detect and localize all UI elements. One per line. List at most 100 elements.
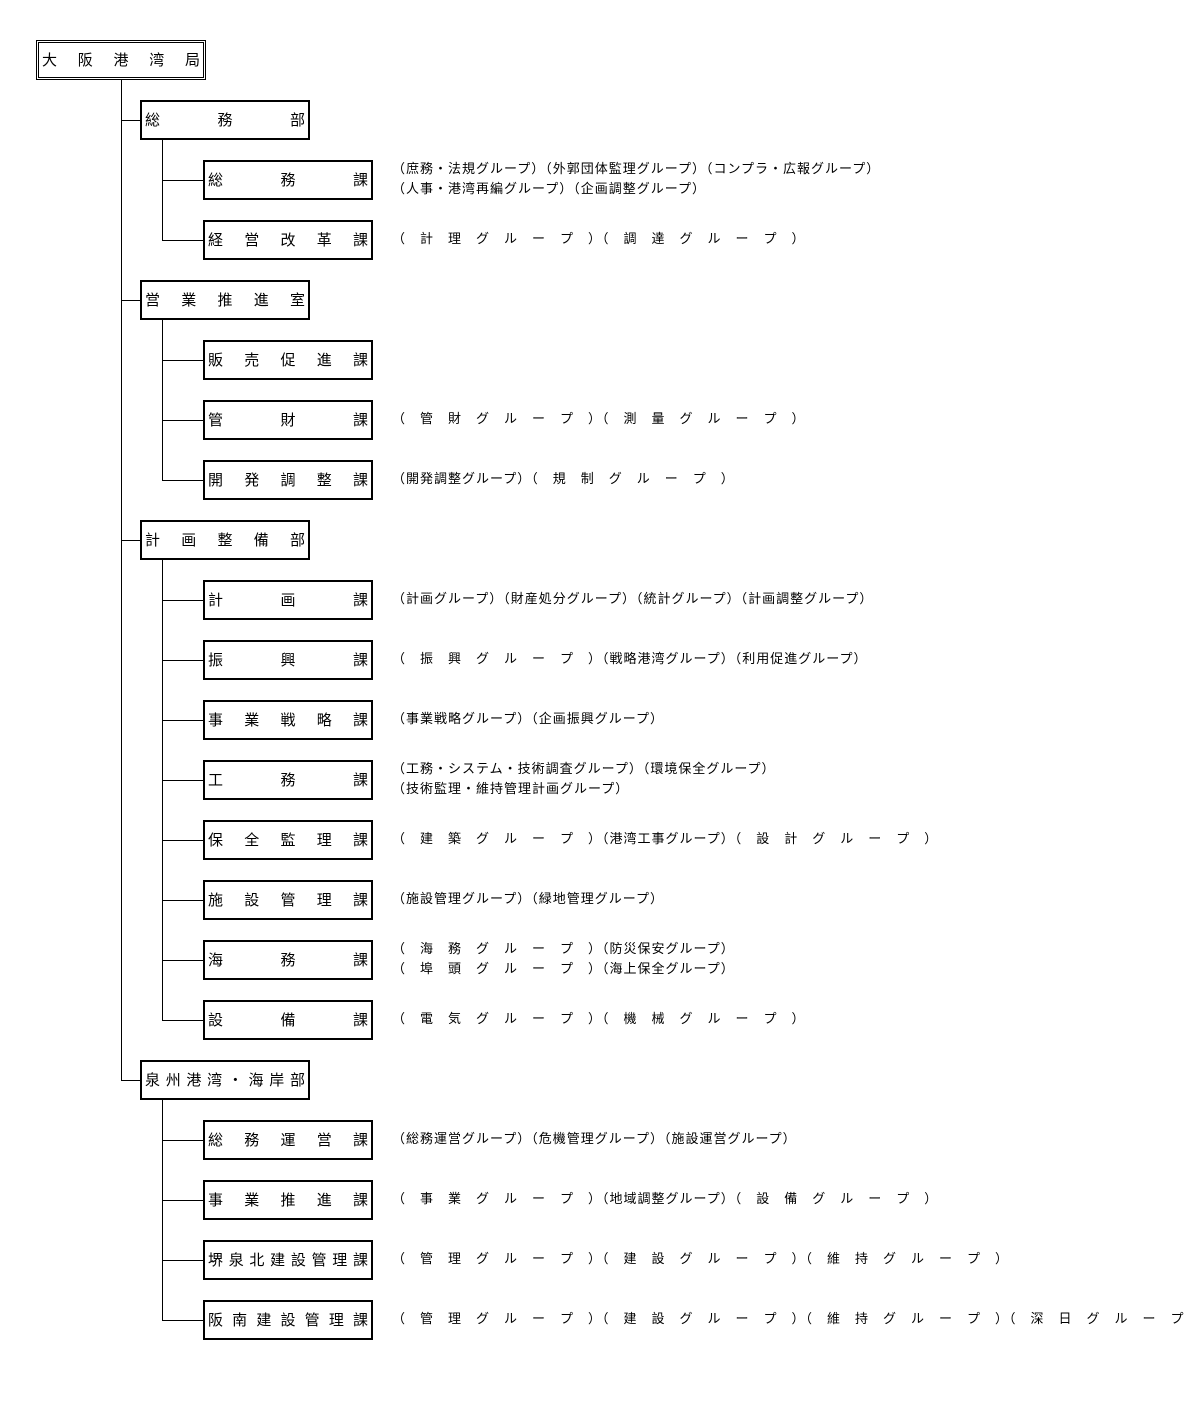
section-connector bbox=[162, 660, 203, 661]
group-line: （ 管 理 グ ル ー プ ）（ 建 設 グ ル ー プ ）（ 維 持 グ ル … bbox=[392, 1312, 1193, 1327]
section-box: 計 画 課 bbox=[203, 580, 373, 620]
section-box-label: 管 財 課 bbox=[208, 411, 368, 429]
section-connector bbox=[162, 960, 203, 961]
group-list: （計画グループ）（財産処分グループ）（統計グループ）（計画調整グループ） bbox=[392, 590, 873, 610]
section-box-label: 海 務 課 bbox=[208, 951, 368, 969]
section-box-label: 事 業 推 進 課 bbox=[208, 1191, 368, 1209]
department-connector bbox=[121, 300, 140, 301]
section-box-label: 施 設 管 理 課 bbox=[208, 891, 368, 909]
department-branch-line bbox=[162, 1100, 163, 1321]
section-connector bbox=[162, 1140, 203, 1141]
group-line: （ 電 気 グ ル ー プ ）（ 機 械 グ ル ー プ ） bbox=[392, 1012, 806, 1027]
section-box-label: 経 営 改 革 課 bbox=[208, 231, 368, 249]
group-list: （施設管理グループ）（緑地管理グループ） bbox=[392, 890, 664, 910]
section-connector bbox=[162, 1200, 203, 1201]
section-box-label: 計 画 課 bbox=[208, 591, 368, 609]
group-list: （総務運営グループ）（危機管理グループ）（施設運営グループ） bbox=[392, 1130, 797, 1150]
section-box-label: 工 務 課 bbox=[208, 771, 368, 789]
section-box: 堺泉北建設管理課 bbox=[203, 1240, 373, 1280]
department-connector bbox=[121, 540, 140, 541]
section-box-label: 開 発 調 整 課 bbox=[208, 471, 368, 489]
section-connector bbox=[162, 1020, 203, 1021]
department-branch-line bbox=[162, 560, 163, 1021]
section-connector bbox=[162, 600, 203, 601]
department-branch-line bbox=[162, 320, 163, 481]
department-box-label: 計 画 整 備 部 bbox=[145, 531, 305, 549]
section-box: 施 設 管 理 課 bbox=[203, 880, 373, 920]
section-box: 設 備 課 bbox=[203, 1000, 373, 1040]
group-line: （技術監理・維持管理計画グループ） bbox=[392, 782, 630, 797]
group-line: （開発調整グループ）（ 規 制 グ ル ー プ ） bbox=[392, 472, 735, 487]
section-connector bbox=[162, 780, 203, 781]
department-connector bbox=[121, 120, 140, 121]
department-branch-line bbox=[162, 140, 163, 241]
section-connector bbox=[162, 1320, 203, 1321]
section-box: 開 発 調 整 課 bbox=[203, 460, 373, 500]
group-line: （施設管理グループ）（緑地管理グループ） bbox=[392, 892, 664, 907]
section-box-label: 事 業 戦 略 課 bbox=[208, 711, 368, 729]
root-box: 大 阪 港 湾 局 bbox=[36, 40, 206, 80]
group-line: （人事・港湾再編グループ）（企画調整グループ） bbox=[392, 182, 706, 197]
section-box: 経 営 改 革 課 bbox=[203, 220, 373, 260]
department-box-label: 営 業 推 進 室 bbox=[145, 291, 305, 309]
group-line: （ 管 財 グ ル ー プ ）（ 測 量 グ ル ー プ ） bbox=[392, 412, 806, 427]
section-box: 販 売 促 進 課 bbox=[203, 340, 373, 380]
group-line: （計画グループ）（財産処分グループ）（統計グループ）（計画調整グループ） bbox=[392, 592, 874, 607]
section-connector bbox=[162, 180, 203, 181]
group-line: （ 事 業 グ ル ー プ ）（地域調整グループ）（ 設 備 グ ル ー プ ） bbox=[392, 1192, 939, 1207]
section-box: 事 業 戦 略 課 bbox=[203, 700, 373, 740]
section-connector bbox=[162, 420, 203, 421]
group-line: （ 埠 頭 グ ル ー プ ）（海上保全グループ） bbox=[392, 962, 735, 977]
root-trunk-line bbox=[121, 80, 122, 1081]
section-connector bbox=[162, 480, 203, 481]
section-box-label: 振 興 課 bbox=[208, 651, 368, 669]
section-box-label: 阪南建設管理課 bbox=[208, 1311, 368, 1329]
root-box-label: 大 阪 港 湾 局 bbox=[42, 51, 200, 69]
group-list: （ 管 理 グ ル ー プ ）（ 建 設 グ ル ー プ ）（ 維 持 グ ル … bbox=[392, 1250, 1009, 1270]
department-box: 計 画 整 備 部 bbox=[140, 520, 310, 560]
section-box: 総 務 課 bbox=[203, 160, 373, 200]
department-box-label: 泉州港湾・海岸部 bbox=[145, 1071, 305, 1089]
section-connector bbox=[162, 240, 203, 241]
group-list: （工務・システム・技術調査グループ）（環境保全グループ） （技術監理・維持管理計画… bbox=[392, 760, 776, 800]
section-connector bbox=[162, 1260, 203, 1261]
group-line: （ 海 務 グ ル ー プ ）（防災保安グループ） bbox=[392, 942, 735, 957]
department-box: 総 務 部 bbox=[140, 100, 310, 140]
department-box: 営 業 推 進 室 bbox=[140, 280, 310, 320]
group-list: （ 建 築 グ ル ー プ ）（港湾工事グループ）（ 設 計 グ ル ー プ ） bbox=[392, 830, 938, 850]
trunk-cap bbox=[121, 80, 122, 81]
group-line: （総務運営グループ）（危機管理グループ）（施設運営グループ） bbox=[392, 1132, 797, 1147]
group-list: （ 海 務 グ ル ー プ ）（防災保安グループ） （ 埠 頭 グ ル ー プ ）… bbox=[392, 940, 735, 980]
group-list: （ 電 気 グ ル ー プ ）（ 機 械 グ ル ー プ ） bbox=[392, 1010, 806, 1030]
group-list: （ 振 興 グ ル ー プ ）（戦略港湾グループ）（利用促進グループ） bbox=[392, 650, 867, 670]
group-list: （ 管 財 グ ル ー プ ）（ 測 量 グ ル ー プ ） bbox=[392, 410, 806, 430]
group-line: （事業戦略グループ）（企画振興グループ） bbox=[392, 712, 664, 727]
group-line: （工務・システム・技術調査グループ）（環境保全グループ） bbox=[392, 762, 776, 777]
group-list: （庶務・法規グループ）（外郭団体監理グループ）（コンプラ・広報グループ） （人事・… bbox=[392, 160, 880, 200]
group-line: （庶務・法規グループ）（外郭団体監理グループ）（コンプラ・広報グループ） bbox=[392, 162, 881, 177]
group-list: （開発調整グループ）（ 規 制 グ ル ー プ ） bbox=[392, 470, 735, 490]
section-connector bbox=[162, 840, 203, 841]
section-box-label: 総 務 運 営 課 bbox=[208, 1131, 368, 1149]
section-box-label: 堺泉北建設管理課 bbox=[208, 1251, 368, 1269]
section-box: 総 務 運 営 課 bbox=[203, 1120, 373, 1160]
section-box: 管 財 課 bbox=[203, 400, 373, 440]
section-box-label: 販 売 促 進 課 bbox=[208, 351, 368, 369]
section-connector bbox=[162, 900, 203, 901]
section-box-label: 設 備 課 bbox=[208, 1011, 368, 1029]
section-box: 工 務 課 bbox=[203, 760, 373, 800]
group-line: （ 建 築 グ ル ー プ ）（港湾工事グループ）（ 設 計 グ ル ー プ ） bbox=[392, 832, 939, 847]
department-connector bbox=[121, 1080, 140, 1081]
section-box-label: 総 務 課 bbox=[208, 171, 368, 189]
department-box: 泉州港湾・海岸部 bbox=[140, 1060, 310, 1100]
section-box: 振 興 課 bbox=[203, 640, 373, 680]
group-list: （ 管 理 グ ル ー プ ）（ 建 設 グ ル ー プ ）（ 維 持 グ ル … bbox=[392, 1310, 1193, 1330]
group-line: （ 管 理 グ ル ー プ ）（ 建 設 グ ル ー プ ）（ 維 持 グ ル … bbox=[392, 1252, 1010, 1267]
section-box: 事 業 推 進 課 bbox=[203, 1180, 373, 1220]
section-box: 保 全 監 理 課 bbox=[203, 820, 373, 860]
group-line: （ 計 理 グ ル ー プ ）（ 調 達 グ ル ー プ ） bbox=[392, 232, 806, 247]
group-list: （ 事 業 グ ル ー プ ）（地域調整グループ）（ 設 備 グ ル ー プ ） bbox=[392, 1190, 938, 1210]
section-connector bbox=[162, 360, 203, 361]
group-line: （ 振 興 グ ル ー プ ）（戦略港湾グループ）（利用促進グループ） bbox=[392, 652, 868, 667]
